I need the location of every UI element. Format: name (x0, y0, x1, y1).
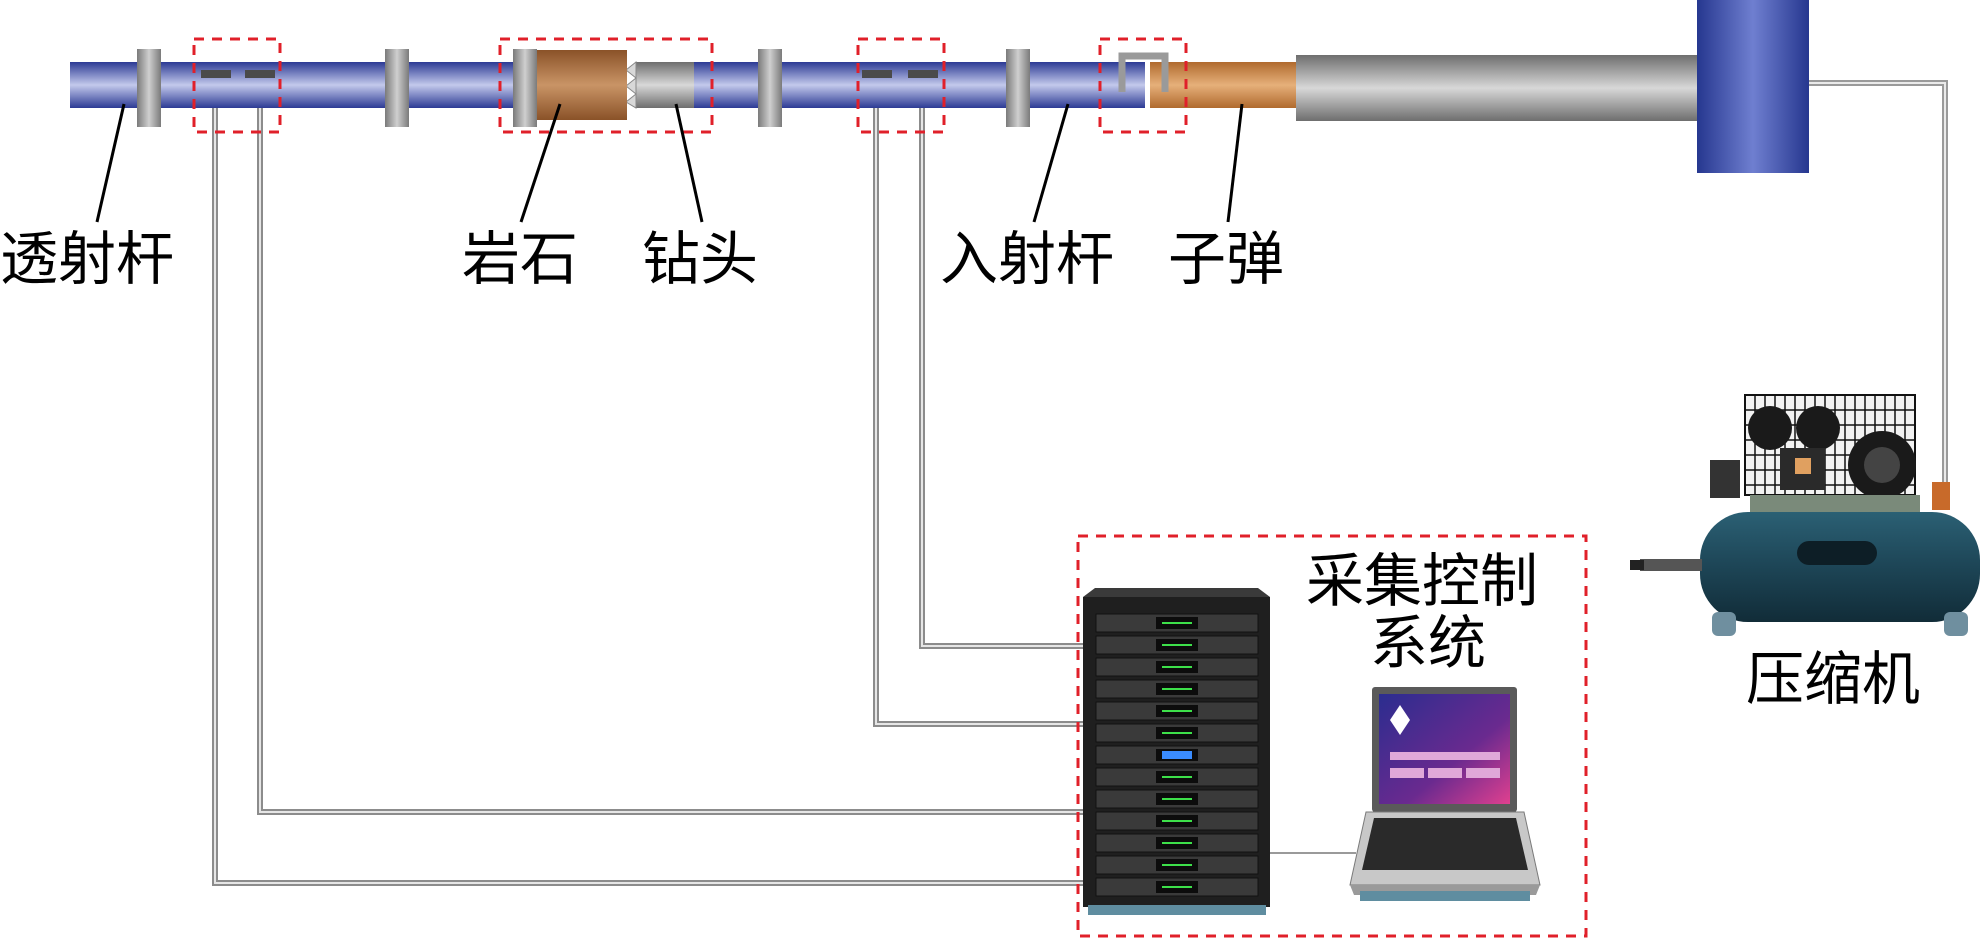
strain-gauge-icon (201, 70, 938, 78)
leader-lines (95, 103, 1244, 223)
bullet (1150, 62, 1298, 108)
drill-bit (625, 60, 694, 109)
cable-transmission-gauge-1 (212, 78, 1085, 886)
bullet-hook (1118, 52, 1169, 92)
laptop-icon (1349, 687, 1541, 901)
bar-supports (137, 49, 1030, 127)
rock-specimen (535, 50, 627, 120)
label-transmission-bar: 透射杆 (0, 225, 175, 293)
server-rack-icon (1083, 588, 1270, 915)
label-rock: 岩石 (462, 225, 579, 293)
label-bullet: 子弹 (1168, 225, 1285, 293)
label-drill-bit: 钻头 (642, 225, 759, 293)
dashed-highlight-boxes (192, 37, 1588, 938)
signal-cables (212, 78, 1085, 886)
launcher-barrel (1296, 55, 1698, 121)
cable-transmission-gauge-2 (257, 78, 1085, 815)
label-acquisition-line2: 系统 (1370, 609, 1487, 677)
label-incident-bar: 入射杆 (940, 225, 1115, 293)
cable-incident-gauge-2 (919, 78, 1085, 649)
cable-incident-gauge-1 (873, 78, 1085, 727)
label-acquisition-line1: 采集控制 (1306, 547, 1539, 615)
air-compressor-icon (1630, 394, 1980, 636)
pressure-chamber (1697, 0, 1809, 173)
label-compressor: 压缩机 (1746, 645, 1921, 713)
